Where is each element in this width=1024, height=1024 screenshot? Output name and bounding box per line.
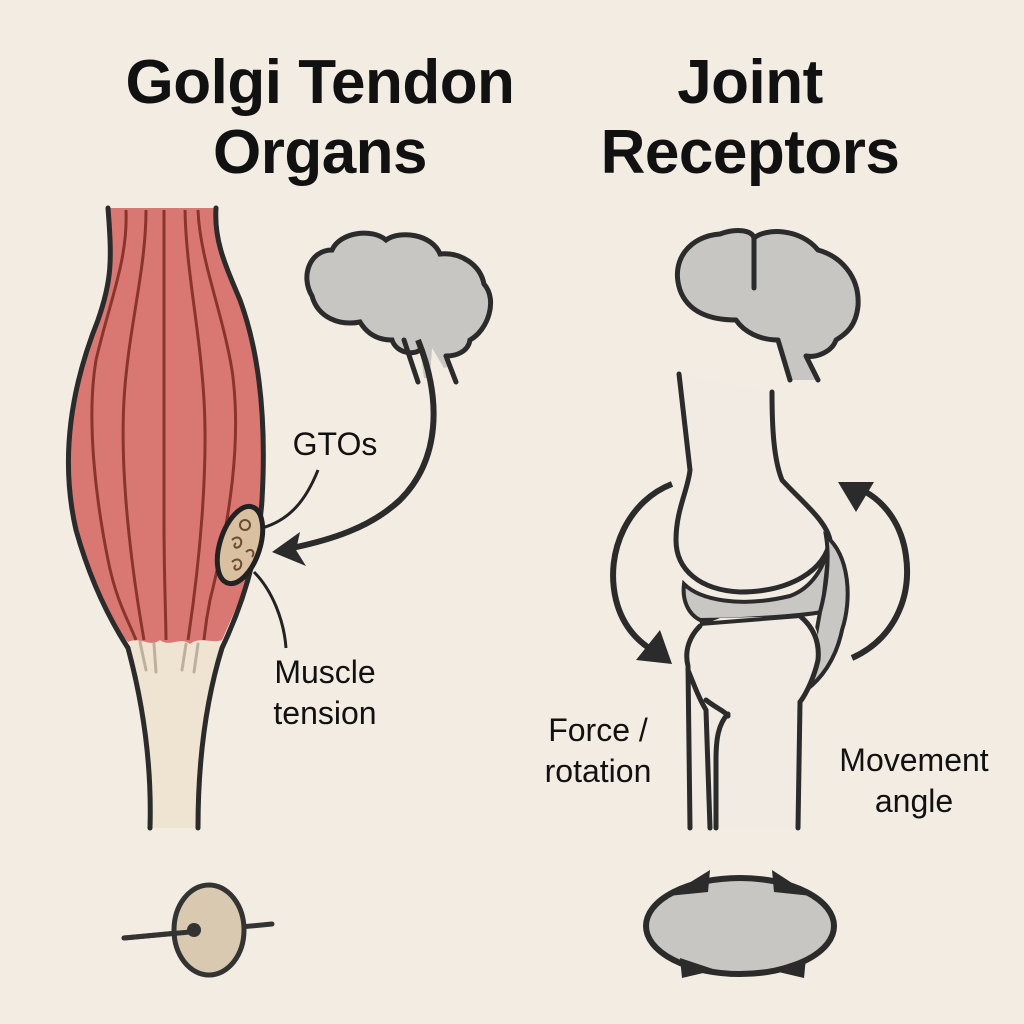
muscle-tension-line2: tension	[273, 695, 377, 731]
muscle-tension-line1: Muscle	[274, 654, 376, 690]
muscle-tension-leader-line	[252, 570, 288, 649]
force-rotation-line2: rotation	[544, 753, 652, 789]
movement-angle-label: Movement angle	[812, 740, 1016, 822]
muscle-outline	[65, 205, 153, 831]
gto-title: Golgi Tendon Organs	[80, 48, 560, 188]
gto-title-line1: Golgi Tendon	[125, 48, 515, 117]
tendon-cross-section-icon	[121, 882, 275, 978]
muscle-belly	[68, 208, 264, 644]
gtos-leader-line	[261, 469, 320, 530]
muscle-fibers	[90, 209, 238, 641]
gto-title-line2: Organs	[212, 118, 428, 187]
brain-icon-right	[674, 228, 861, 383]
force-rotation-line1: Force /	[548, 712, 648, 748]
movement-angle-line2: angle	[874, 783, 954, 819]
movement-angle-line1: Movement	[839, 742, 989, 778]
knee-joint-icon	[673, 371, 850, 831]
joint-receptors-title: Joint Receptors	[560, 48, 940, 188]
disc-compression-icon	[643, 870, 837, 978]
rotation-arrow-icon	[610, 481, 910, 664]
gtos-label-text: GTOs	[292, 426, 378, 462]
joint-title-line1: Joint	[677, 48, 823, 117]
muscle-icon	[65, 205, 266, 831]
tendon	[128, 640, 222, 828]
brain-icon	[304, 230, 494, 385]
force-rotation-label: Force / rotation	[518, 710, 678, 792]
muscle-tension-label: Muscle tension	[240, 652, 410, 734]
curved-arrow-icon	[272, 338, 437, 566]
joint-title-line2: Receptors	[600, 118, 900, 187]
gtos-label: GTOs	[270, 424, 400, 465]
gto-icon	[214, 503, 266, 587]
